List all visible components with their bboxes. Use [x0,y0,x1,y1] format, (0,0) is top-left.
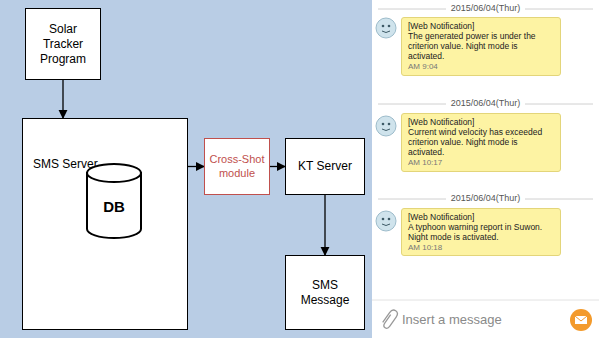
message-input-text: Insert a message [402,312,502,327]
diagram-panel [0,0,372,338]
flow-arrow [324,195,325,255]
date-divider-text: 2015/06/04(Thur) [446,98,526,108]
node-label: DB [103,198,125,215]
input-rule [372,300,599,301]
node-label: Solar Tracker Program [30,22,96,67]
chat-bubble: [Web Notification]Current wind velocity … [401,113,561,172]
database-cylinder: DB [85,163,143,239]
message-time: AM 10:18 [408,243,554,252]
date-divider-text: 2015/06/04(Thur) [446,3,526,13]
server-box: SMS ServerDB [22,118,188,330]
notification-heading: [Web Notification] [408,117,554,127]
date-divider: 2015/06/04(Thur) [372,3,599,13]
chat-panel [372,0,599,338]
server-box: KT Server [285,138,365,195]
notification-body: A typhoon warning report in Suwon. Night… [408,222,554,242]
send-button [570,309,592,331]
message-box: SMS Message [285,255,365,330]
chat-bubble: [Web Notification]The generated power is… [401,17,561,76]
notification-heading: [Web Notification] [408,21,554,31]
node-label: SMS Message [290,278,360,308]
notification-body: The generated power is under the criteri… [408,31,554,61]
date-divider: 2015/06/04(Thur) [372,98,599,108]
program-box: Solar Tracker Program [25,8,101,80]
module-box: Cross-Shot module [204,138,270,195]
notification-body: Current wind velocity has exceeded crite… [408,127,554,157]
flow-arrow [62,80,63,118]
chat-bubble: [Web Notification]A typhoon warning repo… [401,208,561,256]
avatar [376,18,396,38]
paperclip-icon [381,309,399,330]
date-divider-text: 2015/06/04(Thur) [446,193,526,203]
flow-arrow [188,166,204,167]
message-time: AM 9:04 [408,62,554,71]
node-label: KT Server [298,159,352,174]
node-label: Cross-Shot module [209,153,265,181]
date-divider: 2015/06/04(Thur) [372,193,599,203]
message-input: Insert a message [402,312,562,327]
avatar [376,211,396,231]
flow-arrow [270,166,285,167]
avatar [376,116,396,136]
notification-heading: [Web Notification] [408,212,554,222]
message-time: AM 10:17 [408,158,554,167]
